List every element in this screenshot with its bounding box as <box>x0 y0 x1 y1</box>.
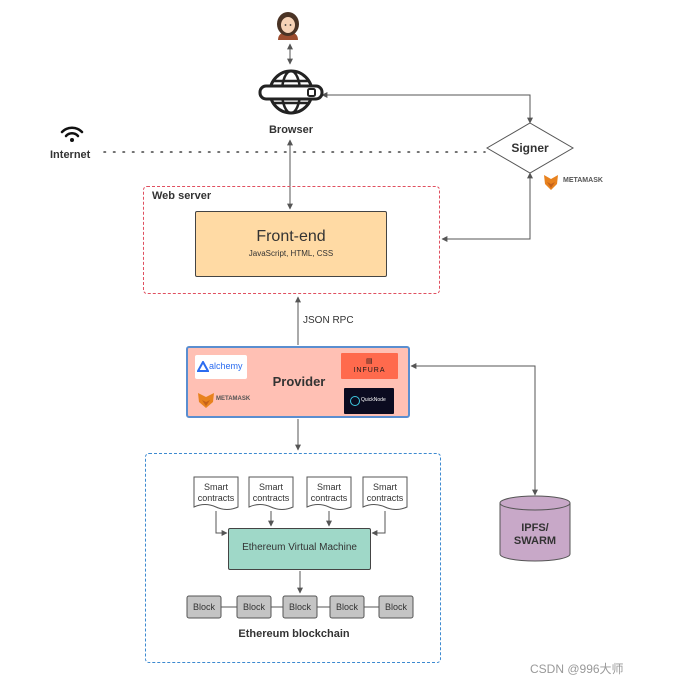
alchemy-text: alchemy <box>209 361 243 371</box>
metamask-signer-text: METAMASK <box>563 177 603 184</box>
frontend-title: Front-end <box>256 228 326 245</box>
globe-icon <box>256 66 326 118</box>
evm-label: Ethereum Virtual Machine <box>242 542 357 553</box>
block-label-3: Block <box>288 602 311 612</box>
metamask-provider-logo: METAMASK <box>197 389 257 411</box>
signer-label: Signer <box>511 141 549 155</box>
frontend-box <box>195 211 387 277</box>
infura-glyph: ▤ <box>366 358 373 365</box>
block-label-1: Block <box>192 602 215 612</box>
evm-box <box>228 528 371 570</box>
quicknode-logo: QuickNode <box>344 388 394 414</box>
edge-signer-frontend <box>441 172 533 242</box>
internet-label: Internet <box>50 149 91 161</box>
user-avatar-icon <box>274 10 302 42</box>
ethereum-container <box>145 453 441 663</box>
quicknode-mark-icon <box>350 396 360 406</box>
frontend-subtitle: JavaScript, HTML, CSS <box>248 249 334 258</box>
infura-text: INFURA <box>353 367 386 374</box>
edge-browser-signer <box>321 92 533 124</box>
json-rpc-label: JSON RPC <box>303 315 354 326</box>
provider-label: Provider <box>272 374 326 389</box>
web-server-container <box>143 186 440 294</box>
ethereum-blockchain-label: Ethereum blockchain <box>238 628 350 640</box>
block-label-5: Block <box>384 602 407 612</box>
metamask-logo <box>542 172 612 192</box>
block-label-2: Block <box>242 602 265 612</box>
infura-logo: INFURA ▤ <box>341 353 398 379</box>
browser-label: Browser <box>268 124 314 136</box>
wifi-icon <box>60 124 84 144</box>
block-label-4: Block <box>335 602 358 612</box>
web-server-label: Web server <box>152 190 212 202</box>
metamask-provider-text: METAMASK <box>216 396 251 402</box>
quicknode-text: QuickNode <box>361 397 386 403</box>
ipfs-swarm-label: IPFS/SWARM <box>513 522 557 547</box>
watermark: CSDN @996大师 <box>530 662 624 676</box>
alchemy-logo: alchemy <box>195 355 247 379</box>
